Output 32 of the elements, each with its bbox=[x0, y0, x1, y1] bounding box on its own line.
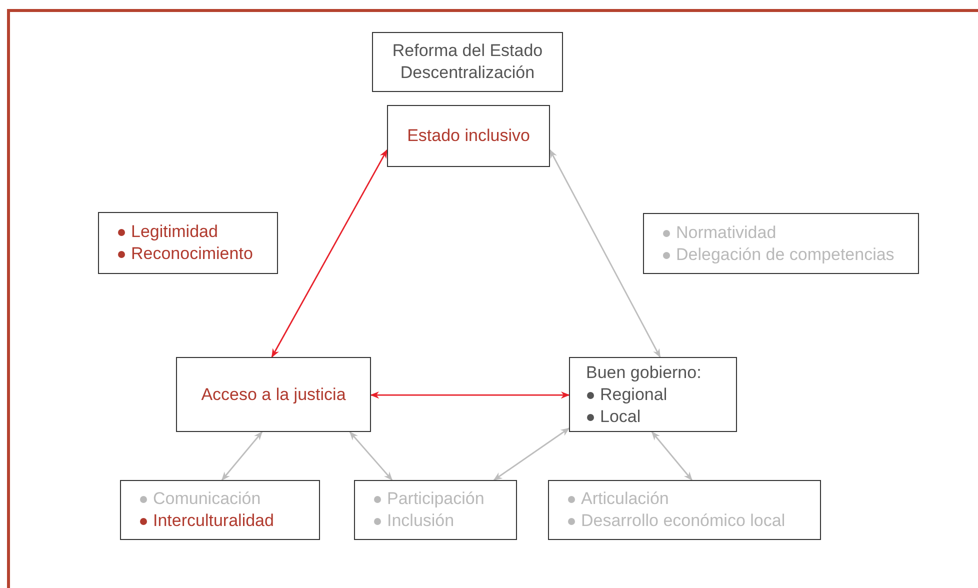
double-arrow bbox=[549, 149, 661, 358]
box-label: Reforma del Estado Descentralización bbox=[391, 40, 544, 84]
double-arrow bbox=[349, 431, 393, 481]
box-label: Acceso a la justicia bbox=[201, 384, 346, 406]
double-arrow bbox=[493, 428, 570, 481]
bullet-item: Local bbox=[586, 406, 641, 428]
bullet-item: Comunicación bbox=[139, 488, 261, 510]
box-label: Buen gobierno: bbox=[586, 362, 702, 384]
double-arrow bbox=[370, 391, 570, 399]
bullet-item: Inclusión bbox=[373, 510, 454, 532]
bullet-item: Legitimidad bbox=[117, 221, 218, 243]
double-arrow bbox=[651, 431, 692, 481]
bullet-item: Desarrollo económico local bbox=[567, 510, 786, 532]
bullet-item: Participación bbox=[373, 488, 484, 510]
text-box bbox=[176, 357, 371, 432]
text-box bbox=[643, 213, 919, 274]
text-box bbox=[387, 105, 550, 167]
text-box bbox=[569, 357, 737, 432]
text-box bbox=[548, 480, 821, 540]
box-label: Estado inclusivo bbox=[407, 125, 530, 147]
double-arrow bbox=[221, 431, 263, 481]
bullet-item: Delegación de competencias bbox=[662, 244, 894, 266]
text-box bbox=[98, 212, 278, 274]
double-arrow bbox=[271, 149, 388, 358]
bullet-item: Regional bbox=[586, 384, 668, 406]
bullet-item: Articulación bbox=[567, 488, 669, 510]
bullet-item: Reconocimiento bbox=[117, 243, 253, 265]
text-box bbox=[372, 32, 563, 92]
text-box bbox=[354, 480, 517, 540]
text-box bbox=[120, 480, 320, 540]
bullet-item: Interculturalidad bbox=[139, 510, 274, 532]
bullet-item: Normatividad bbox=[662, 222, 776, 244]
